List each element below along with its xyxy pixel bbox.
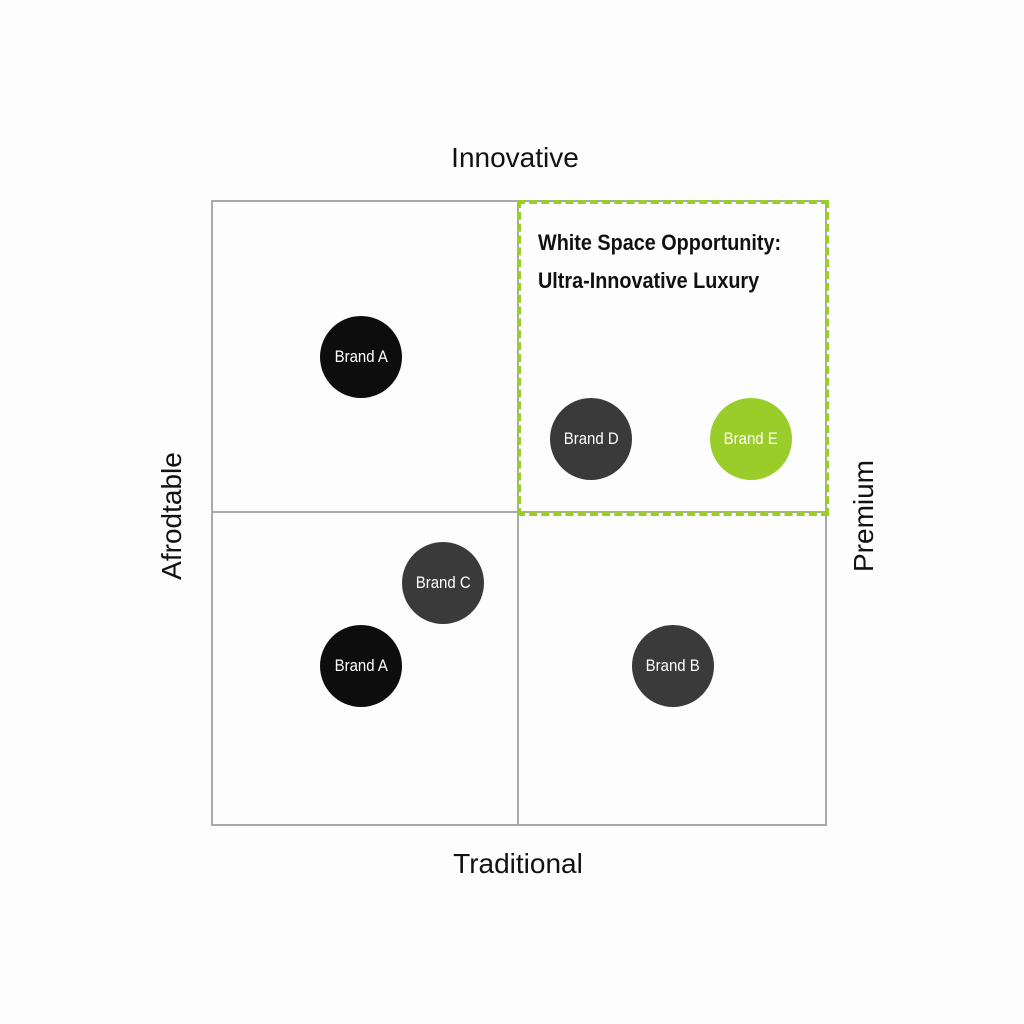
white-space-title-line2: Ultra-Innovative Luxury	[538, 268, 760, 293]
axis-label-left: Afrodtable	[156, 452, 187, 580]
axis-label-right: Premium	[848, 459, 879, 573]
axis-label-top: Innovative	[451, 142, 579, 173]
brand-bubble: Brand B	[632, 625, 714, 707]
white-space-title: White Space Opportunity: Ultra-Innovativ…	[538, 224, 781, 300]
brand-label: Brand A	[334, 347, 388, 366]
brand-bubble: Brand E	[710, 398, 792, 480]
white-space-zone	[517, 200, 829, 516]
brand-label: Brand B	[645, 656, 701, 675]
brand-bubble: Brand A	[320, 625, 402, 707]
brand-label: Brand A	[334, 656, 388, 675]
brand-bubble: Brand D	[550, 398, 632, 480]
brand-label: Brand E	[723, 429, 779, 448]
brand-bubble: Brand C	[402, 542, 484, 624]
brand-bubble: Brand A	[320, 316, 402, 398]
brand-label: Brand C	[415, 573, 471, 592]
white-space-title-line1: White Space Opportunity:	[538, 230, 782, 255]
axis-label-bottom: Traditional	[453, 848, 583, 879]
brand-label: Brand D	[563, 429, 619, 448]
